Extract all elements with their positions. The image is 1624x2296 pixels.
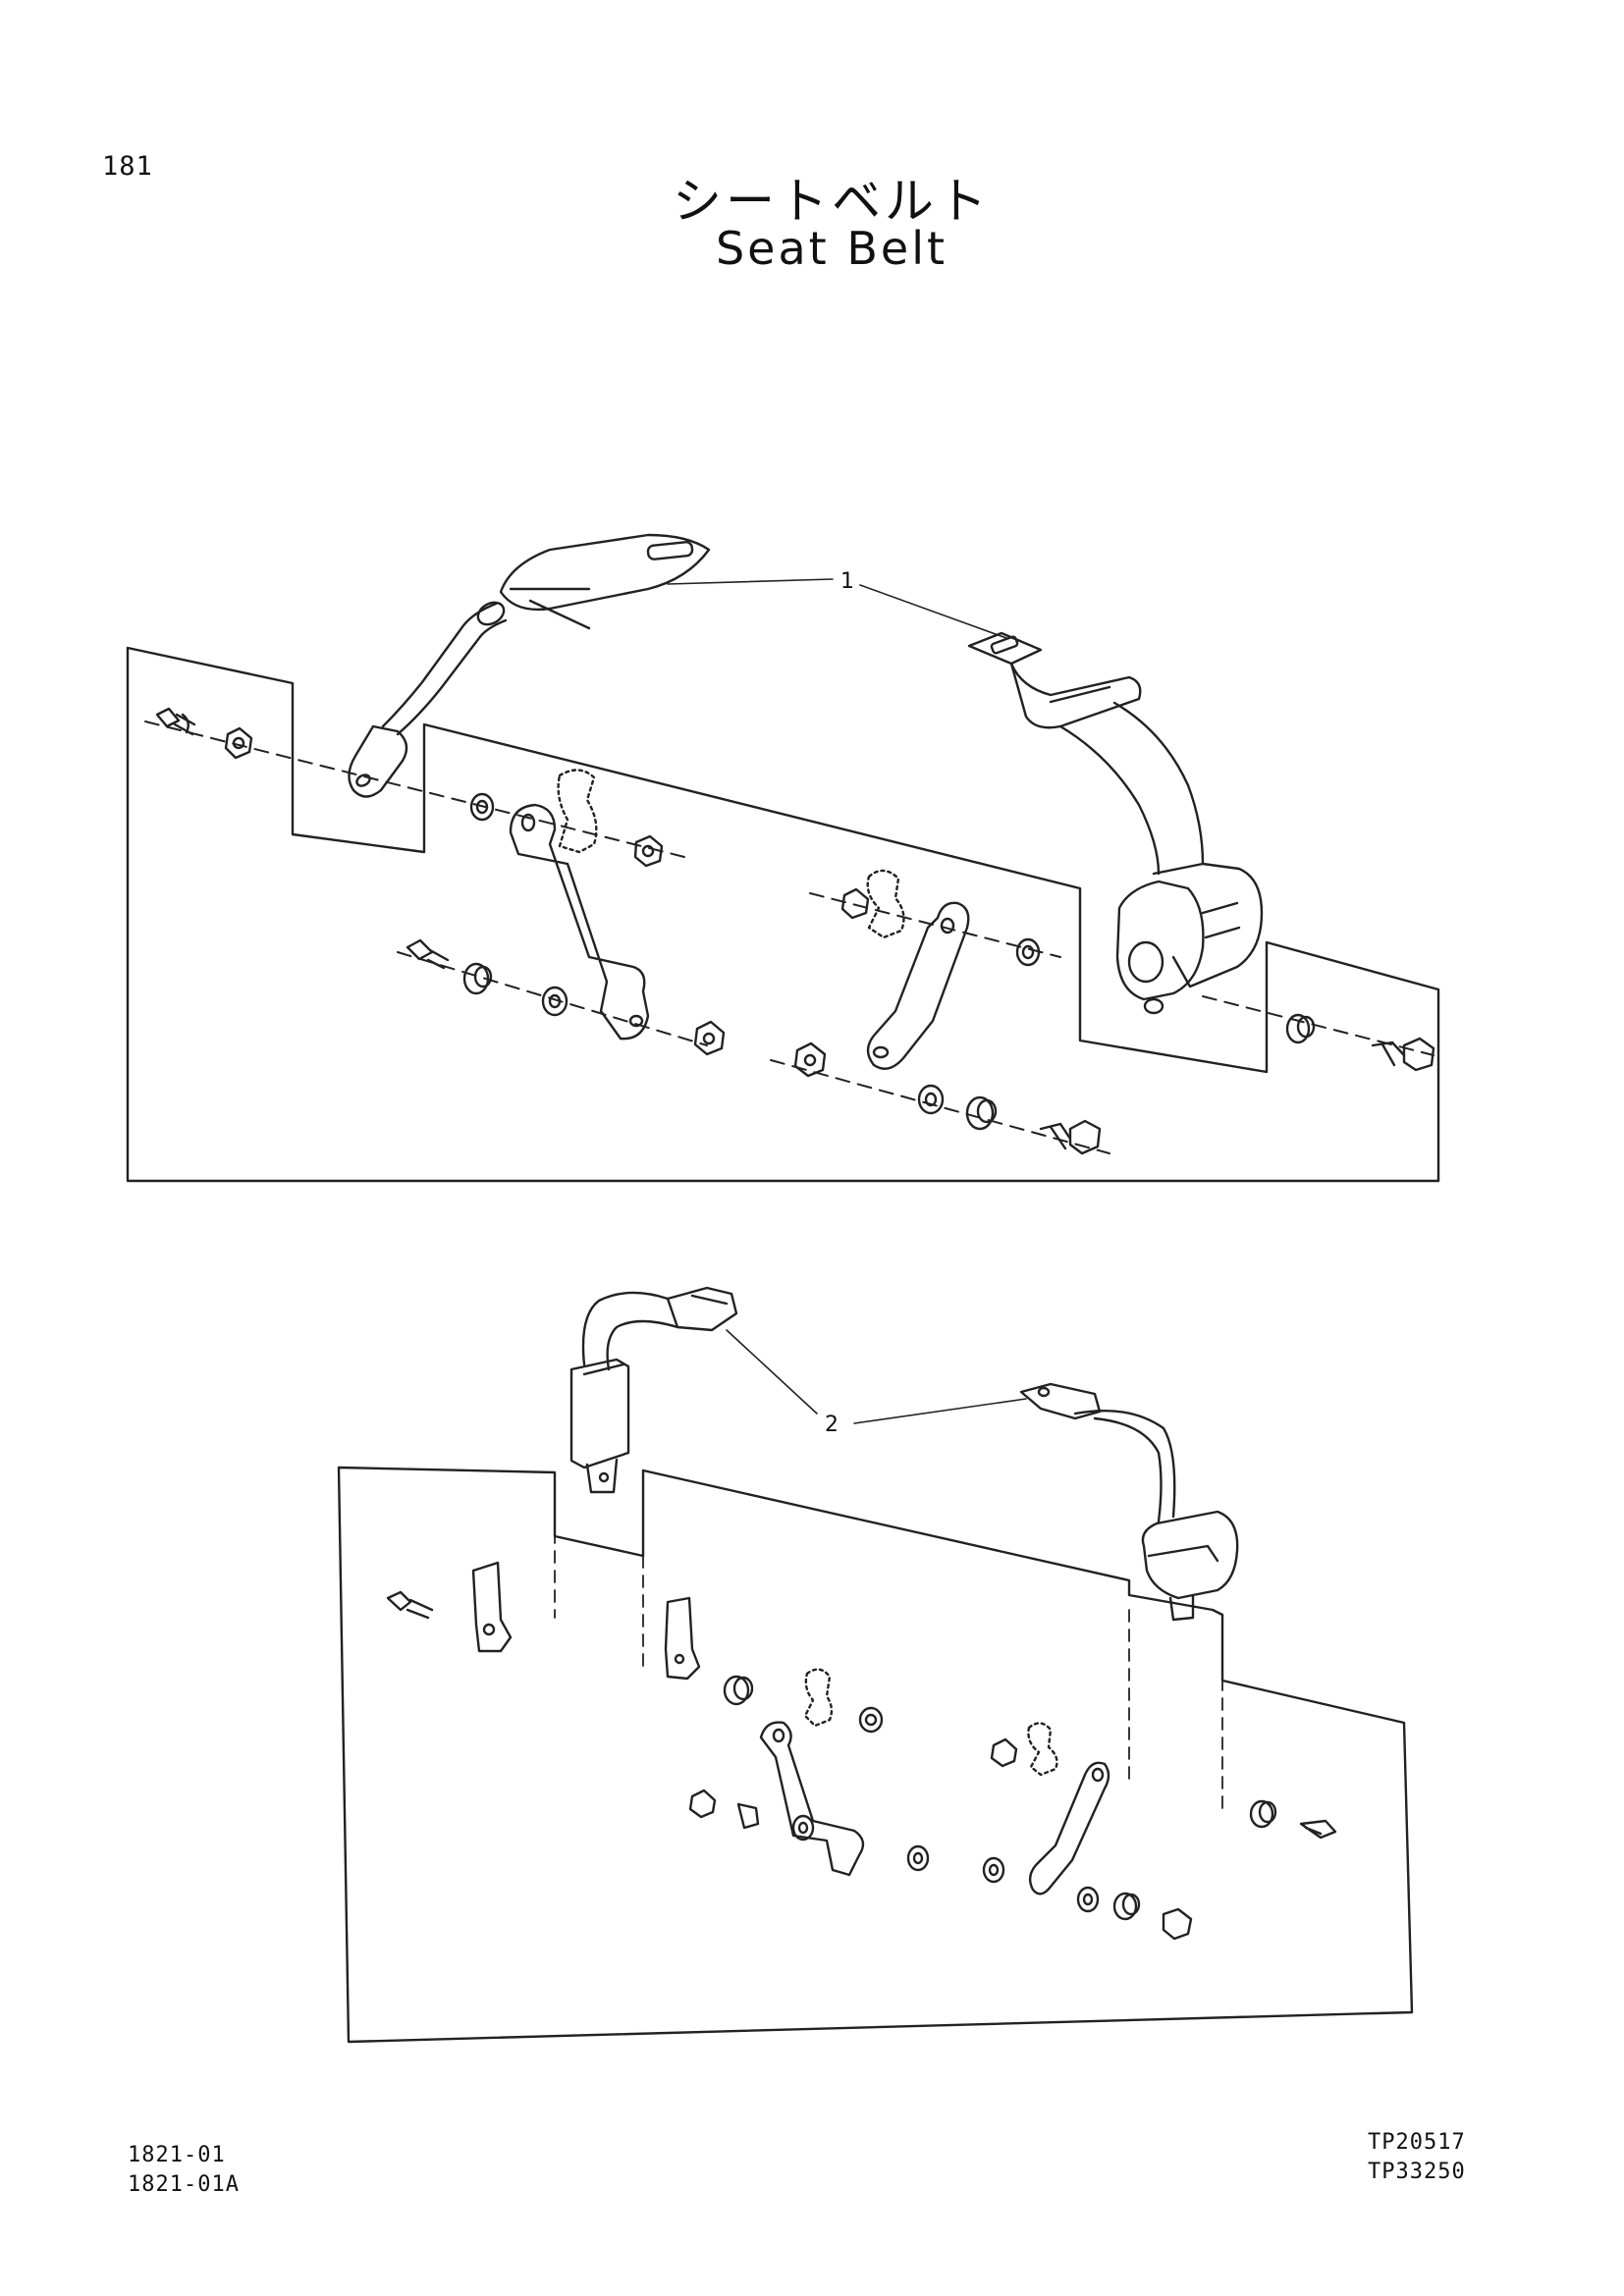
right-belt-retractor (1019, 1382, 1239, 1622)
nut (224, 726, 253, 760)
right-belt-retractor (967, 631, 1264, 1015)
nut (688, 1789, 717, 1819)
bushing (1112, 1892, 1138, 1921)
top-assembly-axes (144, 721, 1435, 1154)
washer (541, 986, 568, 1017)
bushing (723, 1675, 750, 1706)
bushing (462, 962, 490, 995)
nut (793, 1041, 827, 1078)
bolt (1162, 1907, 1193, 1941)
washer (982, 1856, 1005, 1884)
page-title-japanese: シートベルト (673, 173, 991, 230)
bolt (386, 1590, 434, 1620)
bushing (1285, 1013, 1311, 1044)
nut (693, 1020, 726, 1056)
nut (633, 834, 664, 868)
nut (990, 1737, 1018, 1768)
page-title-english: Seat Belt (715, 222, 948, 275)
drawing-code-right-2: TP33250 (1368, 2160, 1466, 2184)
bolt (736, 1802, 760, 1830)
drawing-code-right-1: TP20517 (1368, 2130, 1466, 2155)
washer (1076, 1886, 1100, 1913)
washer (469, 792, 495, 822)
callout-2-leaders (726, 1329, 1027, 1424)
washer (906, 1844, 930, 1872)
washer (858, 1706, 884, 1734)
drawing-code-left-1: 1821-01 (128, 2143, 226, 2167)
bolt (1371, 1037, 1435, 1072)
bottom-frame-outline (337, 1466, 1414, 2044)
bolt (1039, 1119, 1102, 1155)
bushing (965, 1095, 995, 1131)
callout-label-1: 1 (840, 569, 854, 594)
nut (840, 887, 870, 920)
drawing-code-left-2: 1821-01A (128, 2172, 240, 2197)
top-frame-outline (126, 646, 1440, 1183)
bolt (1299, 1819, 1337, 1840)
page-number: 181 (102, 151, 153, 182)
mounting-plates (471, 1561, 701, 1681)
right-anchor-strap (866, 869, 970, 1070)
bottom-anchor-straps (759, 1668, 1110, 1896)
bottom-guide-lines (554, 1471, 1223, 1812)
washer (791, 1814, 815, 1842)
bushing (1249, 1799, 1274, 1829)
top-diagram-group: 1 (126, 533, 1440, 1183)
bolt (155, 707, 181, 728)
left-anchor-strap (509, 769, 650, 1041)
bottom-diagram-group: 2 (337, 1286, 1414, 2044)
bottom-hardware (386, 1590, 1337, 1941)
callout-1-leaders (667, 578, 1007, 639)
washer (917, 1084, 945, 1115)
left-belt-buckle (569, 1286, 738, 1494)
top-hardware (155, 707, 1435, 1155)
washer (1015, 937, 1041, 967)
left-belt-buckle (348, 533, 711, 798)
callout-label-2: 2 (825, 1413, 839, 1437)
